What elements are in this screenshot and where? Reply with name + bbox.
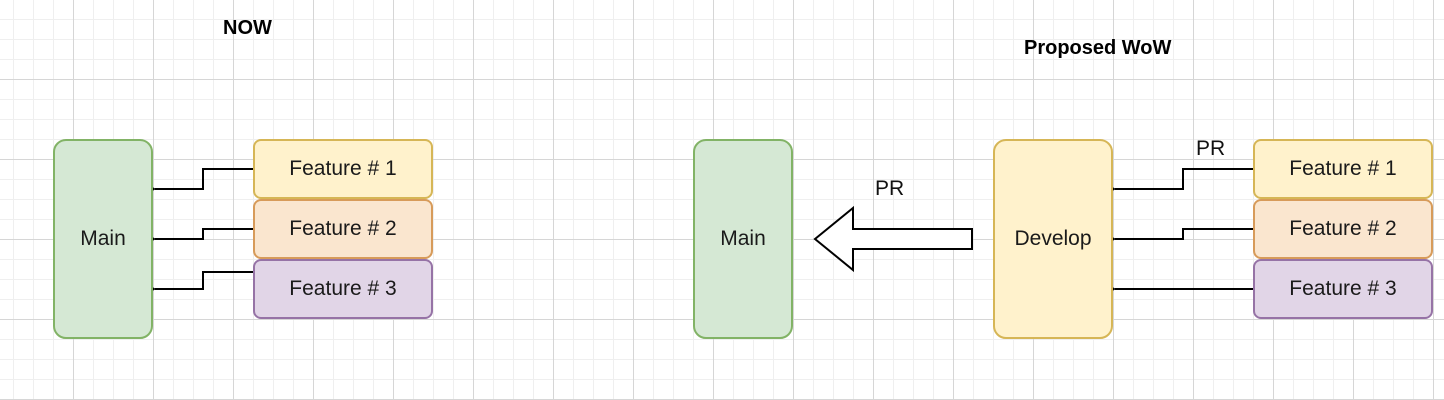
develop-to-main-pr-label: PR	[875, 177, 905, 200]
proposed-feature-1-node[interactable]: Feature # 1	[1253, 139, 1433, 199]
now-main-branch-label: Main	[80, 227, 126, 250]
now-section-title: NOW	[223, 17, 272, 39]
now-feature-1-node[interactable]: Feature # 1	[253, 139, 433, 199]
edge-proposed-feature-1-to-develop	[1105, 168, 1253, 195]
now-feature-2-node[interactable]: Feature # 2	[253, 199, 433, 259]
develop-to-main-block-arrow	[813, 205, 973, 273]
proposed-develop-branch-node[interactable]: Develop	[993, 139, 1113, 339]
proposed-feature-3-node[interactable]: Feature # 3	[1253, 259, 1433, 319]
edge-proposed-feature-2-to-develop	[1105, 228, 1253, 245]
now-feature-2-label: Feature # 2	[289, 217, 397, 240]
edge-now-feature-1-to-main	[145, 168, 253, 195]
now-feature-1-label: Feature # 1	[289, 157, 397, 180]
proposed-feature-1-label: Feature # 1	[1289, 157, 1397, 180]
proposed-main-branch-node[interactable]: Main	[693, 139, 793, 339]
proposed-feature-3-label: Feature # 3	[1289, 277, 1397, 300]
now-main-branch-node[interactable]: Main	[53, 139, 153, 339]
proposed-feature-2-label: Feature # 2	[1289, 217, 1397, 240]
now-feature-3-node[interactable]: Feature # 3	[253, 259, 433, 319]
edge-now-feature-3-to-main	[145, 271, 253, 295]
proposed-section-title: Proposed WoW	[1024, 37, 1172, 59]
feature-1-to-develop-pr-label: PR	[1196, 137, 1226, 160]
proposed-main-branch-label: Main	[720, 227, 766, 250]
proposed-feature-2-node[interactable]: Feature # 2	[1253, 199, 1433, 259]
proposed-develop-branch-label: Develop	[1014, 227, 1092, 250]
now-feature-3-label: Feature # 3	[289, 277, 397, 300]
edge-now-feature-2-to-main	[145, 228, 253, 245]
